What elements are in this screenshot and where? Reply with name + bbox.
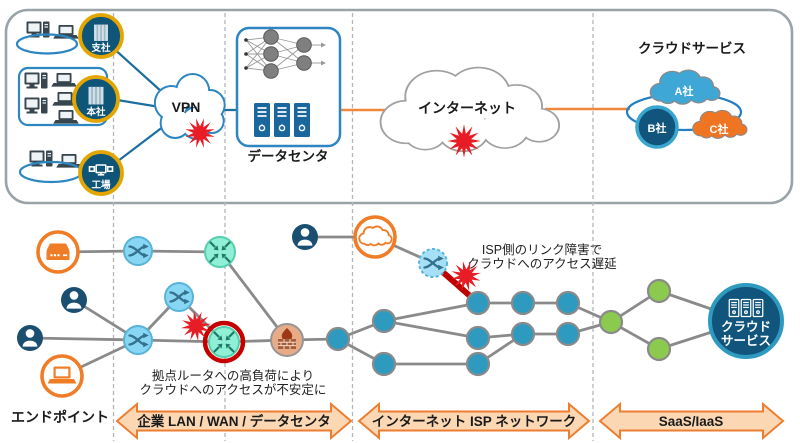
annotation-isp-link: ISP側のリンク障害で クラウドへのアクセス遅延 <box>467 242 617 271</box>
endpoint-laptop <box>40 354 84 398</box>
site-badge-label: 工場 <box>91 179 111 191</box>
network-node-blue <box>555 321 581 347</box>
lan-router-2 <box>164 282 194 312</box>
network-appliance-icon <box>46 243 70 260</box>
provider-cloud-a: A社 <box>650 69 721 105</box>
provider-circle-b: B社 <box>635 105 679 149</box>
datacenter-label: データセンタ <box>248 148 329 164</box>
core-router-overloaded <box>202 320 246 364</box>
cloud-icon <box>359 226 392 245</box>
server-rack-icon <box>293 102 311 138</box>
network-node-blue <box>371 308 397 334</box>
cloud-service-label-line1: クラウド <box>721 320 771 334</box>
endpoint-user-3 <box>292 224 318 250</box>
network-node-green <box>646 336 672 362</box>
vpn-label: VPN <box>172 99 201 115</box>
neural-network-icon <box>244 29 326 79</box>
building-icon <box>93 23 109 42</box>
cloud-services-title: クラウドサービス <box>638 41 746 56</box>
server-rack-icon <box>273 102 291 138</box>
banner-saas-iaas: SaaS/IaaS <box>598 401 785 441</box>
network-node-green <box>646 278 672 304</box>
annotation-line: クラウドへのアクセスが不安定に <box>140 382 327 397</box>
internet-cloud: インターネット <box>382 68 559 150</box>
double-arrow-banner <box>115 401 353 441</box>
lan-router-3 <box>123 325 153 355</box>
annotation-line: ISP側のリンク障害で <box>482 242 602 257</box>
network-node-blue <box>465 290 491 316</box>
server-rack-icon <box>253 102 271 138</box>
annotation-line: クラウドへのアクセス遅延 <box>467 257 617 271</box>
endpoint-appliance <box>36 230 80 274</box>
branch-office-cluster <box>15 20 79 55</box>
provider-cloud-c: C社 <box>692 110 748 139</box>
banner-isp-network: インターネット ISP ネットワーク <box>357 401 591 441</box>
annotation-router-overload: 拠点ルータへの高負荷により クラウドへのアクセスが不安定に <box>140 368 327 397</box>
cloud-services-group: クラウドサービス A社 C社 B社 <box>625 41 748 149</box>
network-node-blue <box>465 351 491 377</box>
provider-label: B社 <box>648 121 667 135</box>
network-node-blue <box>510 321 536 347</box>
banner-label: インターネット ISP ネットワーク <box>372 414 577 429</box>
network-node-blue <box>510 290 536 316</box>
endpoint-cloud-device <box>353 215 397 259</box>
banner-label: 企業 LAN / WAN / データセンタ <box>136 413 331 429</box>
isp-edge-router <box>418 248 448 278</box>
network-node-blue <box>325 326 351 352</box>
cluster-ellipse <box>15 33 79 55</box>
provider-label: C社 <box>710 122 729 136</box>
building-icon <box>87 85 105 106</box>
network-node-green <box>598 309 624 335</box>
site-badge-branch: 支社 <box>78 13 124 59</box>
cloud-service-label-line2: サービス <box>721 333 771 348</box>
site-badge-headquarters: 本社 <box>72 75 120 123</box>
saas-network-nodes <box>598 278 672 362</box>
site-badge-factory: 工場 <box>78 150 124 196</box>
provider-label: A社 <box>675 84 694 98</box>
endpoints-label: エンドポイント <box>11 409 109 425</box>
cloud-service-circle: クラウド サービス <box>708 283 784 359</box>
network-node-blue <box>371 351 397 377</box>
isp-network-nodes <box>325 290 581 377</box>
vpn-cloud: VPN <box>154 73 226 140</box>
annotation-line: 拠点ルータへの高負荷により <box>152 368 314 383</box>
endpoint-user-1 <box>61 287 87 313</box>
core-router-1 <box>204 236 236 268</box>
network-node-blue <box>465 325 491 351</box>
double-arrow-banner <box>357 401 591 441</box>
lan-router-1 <box>123 236 153 266</box>
datacenter-box <box>235 26 342 148</box>
double-arrow-banner <box>598 401 785 441</box>
firewall-icon <box>270 323 304 357</box>
internet-label: インターネット <box>418 100 516 116</box>
site-badge-label: 本社 <box>86 106 106 118</box>
overload-red-ring <box>202 320 246 364</box>
network-node-blue <box>555 290 581 316</box>
site-badge-label: 支社 <box>90 42 111 54</box>
banner-enterprise: 企業 LAN / WAN / データセンタ <box>115 401 353 441</box>
endpoint-user-2 <box>17 325 43 351</box>
banner-label: SaaS/IaaS <box>659 414 724 429</box>
